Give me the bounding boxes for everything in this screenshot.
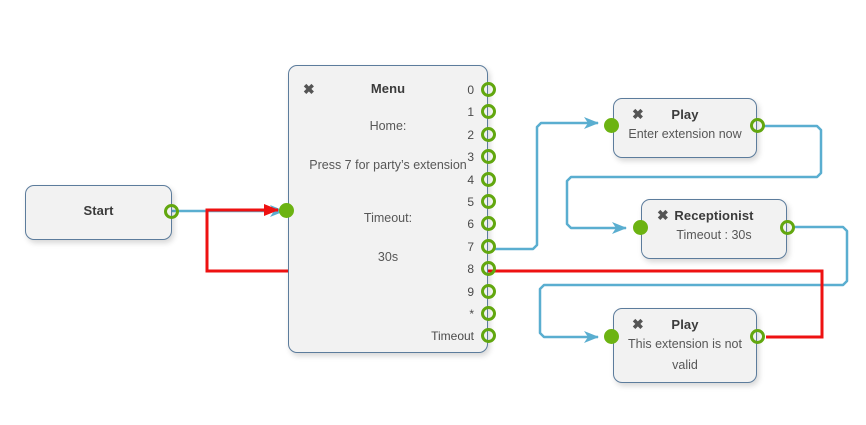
close-icon[interactable]: ✖ bbox=[632, 316, 644, 332]
menu-port-label-0: 0 bbox=[467, 83, 474, 97]
menu-port-label-5: 5 bbox=[467, 195, 474, 209]
node-receptionist-title: Receptionist bbox=[674, 208, 754, 223]
node-menu-line3: Timeout: bbox=[363, 211, 413, 225]
menu-input-port[interactable] bbox=[279, 203, 294, 218]
menu-port-label-7: 7 bbox=[467, 240, 474, 254]
close-icon[interactable]: ✖ bbox=[632, 106, 644, 122]
node-start-title: Start bbox=[83, 203, 114, 218]
start-output-port[interactable] bbox=[164, 204, 179, 219]
menu-port-label-6: 6 bbox=[467, 217, 474, 231]
menu-output-port-7[interactable] bbox=[481, 239, 496, 254]
node-play1-body: Enter extension now bbox=[628, 127, 742, 141]
menu-output-port-8[interactable] bbox=[481, 261, 496, 276]
node-menu[interactable]: ✖ Menu Home: Press 7 for party’s extensi… bbox=[288, 65, 488, 353]
node-play-not-valid[interactable]: ✖ Play This extension is not valid bbox=[613, 308, 757, 383]
node-play1-title: Play bbox=[671, 107, 699, 122]
close-icon[interactable]: ✖ bbox=[657, 207, 669, 223]
node-receptionist-body: Timeout : 30s bbox=[676, 228, 752, 242]
node-menu-line4: 30s bbox=[377, 250, 399, 264]
menu-output-port-1[interactable] bbox=[481, 104, 496, 119]
node-start[interactable]: Start bbox=[25, 185, 172, 240]
wire-menu7-to-play1 bbox=[495, 117, 599, 251]
node-receptionist[interactable]: ✖ Receptionist Timeout : 30s bbox=[641, 199, 787, 259]
node-play2-title: Play bbox=[671, 317, 699, 332]
node-play2-line2: valid bbox=[672, 358, 698, 372]
node-play-enter-extension[interactable]: ✖ Play Enter extension now bbox=[613, 98, 757, 158]
play-enter-extension-input-port[interactable] bbox=[604, 118, 619, 133]
play-not-valid-input-port[interactable] bbox=[604, 329, 619, 344]
receptionist-output-port[interactable] bbox=[780, 220, 795, 235]
close-icon[interactable]: ✖ bbox=[303, 81, 315, 97]
menu-port-label-star: * bbox=[469, 307, 474, 321]
menu-port-label-8: 8 bbox=[467, 262, 474, 276]
menu-output-port-2[interactable] bbox=[481, 127, 496, 142]
menu-port-label-2: 2 bbox=[467, 128, 474, 142]
node-menu-line2: Press 7 for party’s extension bbox=[309, 158, 467, 172]
menu-output-port-9[interactable] bbox=[481, 284, 496, 299]
menu-output-port-star[interactable] bbox=[481, 306, 496, 321]
menu-port-label-9: 9 bbox=[467, 285, 474, 299]
node-menu-title: Menu bbox=[370, 81, 406, 96]
menu-output-port-0[interactable] bbox=[481, 82, 496, 97]
receptionist-input-port[interactable] bbox=[633, 220, 648, 235]
menu-output-port-6[interactable] bbox=[481, 216, 496, 231]
menu-port-label-4: 4 bbox=[467, 173, 474, 187]
play-enter-extension-output-port[interactable] bbox=[750, 118, 765, 133]
menu-output-port-4[interactable] bbox=[481, 172, 496, 187]
menu-port-label-3: 3 bbox=[467, 150, 474, 164]
menu-output-port-Timeout[interactable] bbox=[481, 328, 496, 343]
menu-port-label-1: 1 bbox=[467, 105, 474, 119]
node-play2-line1: This extension is not bbox=[628, 337, 742, 351]
menu-output-port-3[interactable] bbox=[481, 149, 496, 164]
play-not-valid-output-port[interactable] bbox=[750, 329, 765, 344]
menu-output-port-5[interactable] bbox=[481, 194, 496, 209]
menu-port-label-Timeout: Timeout bbox=[431, 329, 474, 343]
node-menu-line1: Home: bbox=[369, 119, 407, 133]
